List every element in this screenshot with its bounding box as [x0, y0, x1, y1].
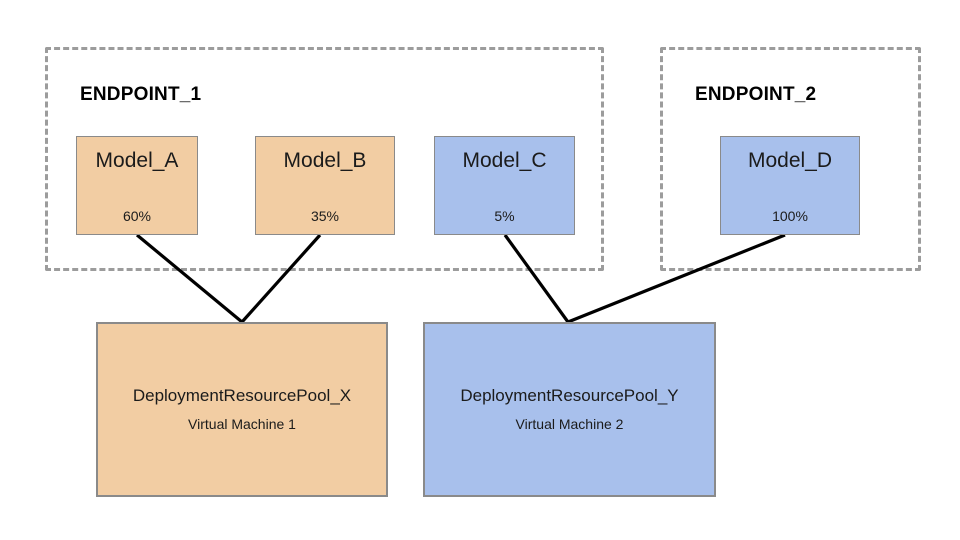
- endpoint-group-2[interactable]: [660, 47, 921, 271]
- model-name-b: Model_B: [283, 149, 367, 172]
- resource-pool-box-y[interactable]: DeploymentResourcePool_Y Virtual Machine…: [423, 322, 716, 497]
- model-traffic-b: 35%: [310, 207, 340, 224]
- resource-pool-name-x: DeploymentResourcePool_X: [132, 386, 352, 406]
- model-box-c[interactable]: Model_C 5%: [434, 136, 575, 235]
- resource-pool-box-x[interactable]: DeploymentResourcePool_X Virtual Machine…: [96, 322, 388, 497]
- model-traffic-d: 100%: [772, 207, 808, 224]
- resource-pool-name-y: DeploymentResourcePool_Y: [460, 386, 679, 406]
- model-name-d: Model_D: [747, 149, 833, 172]
- model-name-c: Model_C: [462, 149, 547, 172]
- model-name-a: Model_A: [95, 149, 179, 172]
- endpoint-title-2: ENDPOINT_2: [695, 84, 817, 105]
- resource-pool-subtitle-x: Virtual Machine 1: [188, 415, 296, 432]
- model-box-d[interactable]: Model_D 100%: [720, 136, 860, 235]
- model-traffic-c: 5%: [494, 207, 515, 224]
- endpoint-title-1: ENDPOINT_1: [80, 84, 202, 105]
- model-box-a[interactable]: Model_A 60%: [76, 136, 198, 235]
- endpoint-group-1[interactable]: [45, 47, 604, 271]
- resource-pool-subtitle-y: Virtual Machine 2: [515, 415, 624, 432]
- model-traffic-a: 60%: [122, 207, 152, 224]
- model-box-b[interactable]: Model_B 35%: [255, 136, 395, 235]
